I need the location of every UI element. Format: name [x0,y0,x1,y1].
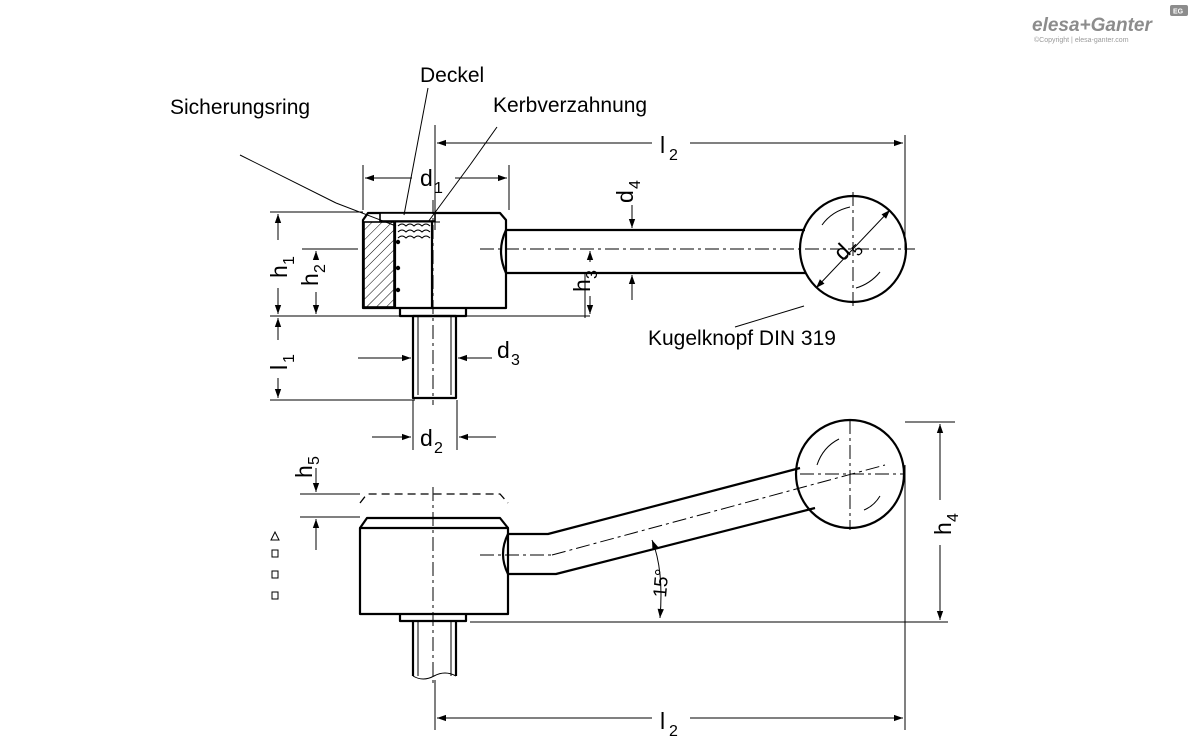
extension-lines [270,125,955,730]
raised-position-outline [359,493,509,504]
dim-d2: d 2 [420,425,443,457]
logo-text: elesa+Ganter [1032,15,1153,36]
top-view [361,192,915,405]
dim-h4: h 4 [930,513,962,535]
dim-h5: h 5 [291,456,323,478]
serration [397,223,431,239]
dim-h2: h 2 [297,264,329,286]
dim-d1: d 1 [420,165,443,197]
svg-text:5: 5 [306,456,323,465]
bent-lever-top [508,466,801,536]
svg-text:1: 1 [434,180,443,197]
square-marker-icon [271,549,279,558]
dim-l2-bottom: l 2 [660,708,678,740]
svg-text:15°: 15° [650,568,673,598]
svg-text:h: h [266,265,292,278]
svg-text:d: d [420,425,433,451]
side-hub-body [358,526,510,616]
bent-lever-bottom [508,506,816,576]
svg-text:2: 2 [669,723,678,740]
square-marker-icon [271,591,279,600]
threaded-stud [411,314,458,400]
svg-text:h: h [291,465,317,478]
svg-text:h: h [569,279,595,292]
triangle-marker-icon [270,530,280,541]
svg-text:d: d [420,165,433,191]
dim-h3: h 3 [569,270,601,292]
svg-text:l: l [660,132,665,158]
dim-d3: d 3 [497,337,520,369]
dim-d4: d 4 [612,180,644,203]
svg-text:2: 2 [434,440,443,457]
svg-text:3: 3 [584,270,601,279]
label-kugelknopf: Kugelknopf DIN 319 [648,327,836,350]
dim-l2-top: l 2 [660,132,678,164]
svg-text:d: d [612,190,638,203]
svg-text:l: l [266,365,292,370]
svg-text:3: 3 [511,352,520,369]
svg-text:1: 1 [281,354,298,363]
label-deckel: Deckel [420,64,484,87]
leader-lines [239,87,805,328]
side-markers [270,530,280,600]
svg-text:2: 2 [312,264,329,273]
svg-text:2: 2 [669,147,678,164]
dim-d5: d 5 [828,238,867,265]
brand-logo: elesa+Ganter EG ©Copyright | elesa-gante… [1032,5,1188,44]
square-marker-icon [271,570,279,579]
svg-text:h: h [930,522,956,535]
dim-l1: l 1 [266,354,298,370]
hatched-section [363,221,395,308]
svg-text:4: 4 [627,180,644,189]
dimension-lines [274,139,944,722]
svg-text:h: h [297,273,323,286]
eg-badge-text: EG [1173,9,1184,16]
label-kerbverzahnung: Kerbverzahnung [493,94,647,117]
side-view [358,418,906,685]
dim-h1: h 1 [266,256,298,278]
svg-text:4: 4 [945,513,962,522]
dim-angle: 15° [650,568,673,598]
svg-text:1: 1 [281,256,298,265]
label-sicherungsring: Sicherungsring [170,96,310,119]
svg-text:l: l [660,708,665,734]
svg-text:d: d [497,337,510,363]
eg-badge-icon [1170,5,1188,16]
cover-plate [379,212,436,222]
hub-body [361,211,508,310]
copyright-text: ©Copyright | elesa-ganter.com [1034,36,1129,44]
